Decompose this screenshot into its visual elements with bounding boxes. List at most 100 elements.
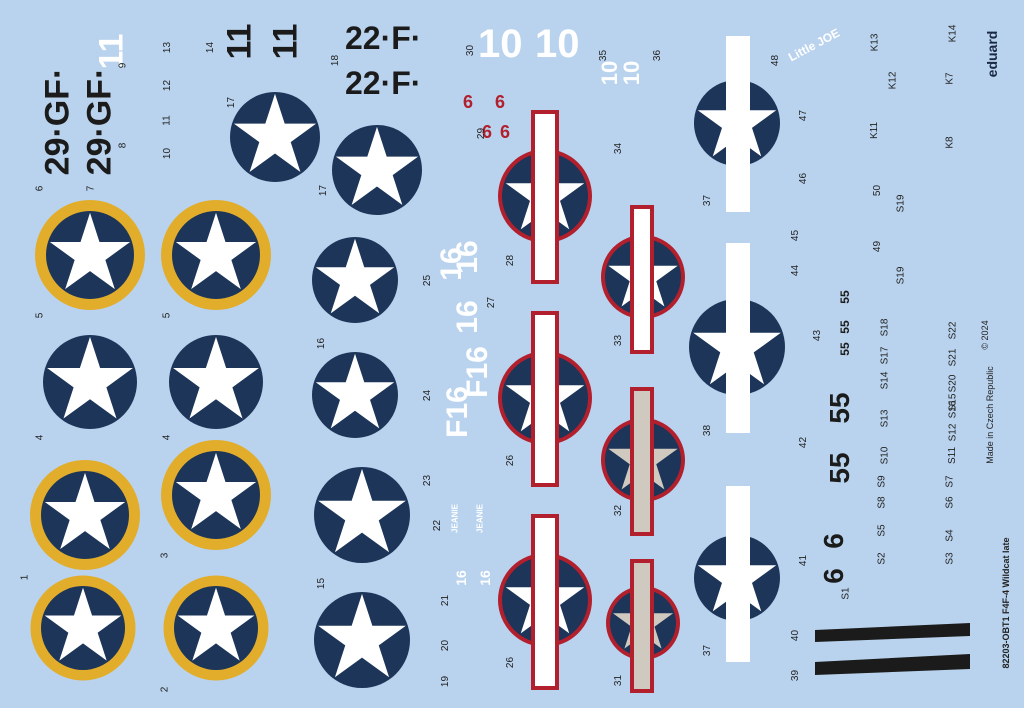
decal-label: S14	[879, 371, 891, 390]
decal-label: 49	[872, 240, 884, 253]
decal-label: 31	[613, 674, 625, 687]
decal-label: 41	[798, 554, 810, 567]
decal-label: 5	[34, 312, 46, 319]
decal-label: 32	[613, 504, 625, 517]
decal-label: 28	[505, 254, 517, 267]
roundel	[312, 352, 398, 438]
decal-label: 1	[19, 574, 31, 581]
code-29gf-a: 29·GF·	[38, 67, 77, 176]
decal-label: S8	[876, 496, 888, 509]
jeanie-a: JEANIE	[450, 504, 460, 533]
decal-label: S13	[879, 409, 891, 428]
roundel	[43, 335, 137, 429]
roundel	[312, 237, 398, 323]
code-22f-b: 22·F·	[345, 65, 422, 101]
decal-label: 3	[159, 552, 171, 559]
decal-label: 37	[702, 194, 714, 207]
decal-label: 12	[162, 79, 174, 92]
num-10-b: 10	[535, 22, 580, 66]
num-6-red-c: 6	[482, 122, 493, 142]
decal-label: S7	[944, 475, 956, 488]
decal-label: 27	[486, 296, 498, 309]
decal-label: S3	[944, 552, 956, 565]
decal-label: S18	[879, 318, 891, 337]
fuselage-bar	[726, 486, 750, 662]
num-55-a: 55	[824, 452, 855, 484]
num-55-d: 55	[838, 320, 852, 334]
roundel	[30, 575, 136, 681]
decal-label: 44	[790, 264, 802, 277]
bar-group	[531, 36, 970, 693]
decal-label: S16	[947, 400, 959, 419]
copyright-text: © 2024	[980, 320, 990, 350]
code-11-white: 11	[92, 33, 131, 70]
num-10-a: 10	[478, 22, 523, 66]
code-11-black-b: 11	[266, 23, 305, 60]
decal-label: S6	[944, 496, 956, 509]
fuselage-bar	[531, 110, 559, 284]
decal-label: 24	[422, 389, 434, 402]
decal-label: K7	[944, 72, 956, 85]
decal-label: K11	[869, 121, 881, 140]
decal-label: 17	[318, 184, 330, 197]
fuselage-bar	[531, 311, 559, 487]
decal-label: 43	[812, 329, 824, 342]
decal-label: S19	[895, 194, 907, 213]
decal-label: S20	[947, 374, 959, 393]
black-stripe	[815, 654, 970, 675]
decal-label: 36	[652, 49, 664, 62]
fuselage-bar	[726, 243, 750, 433]
roundel	[169, 335, 263, 429]
black-stripe	[815, 623, 970, 642]
decal-label: 23	[422, 474, 434, 487]
decal-label: S4	[944, 529, 956, 542]
decal-label: 7	[85, 185, 97, 192]
roundel	[230, 92, 320, 182]
decal-label: S2	[876, 552, 888, 565]
decal-label: 4	[34, 434, 46, 441]
decal-label: 20	[440, 639, 452, 652]
decal-label: K12	[887, 71, 899, 90]
decal-label: S5	[876, 524, 888, 537]
num-16-small-a: 16	[453, 570, 469, 586]
decal-label: 35	[598, 49, 610, 62]
decal-label: 16	[316, 337, 328, 350]
code-22f-a: 22·F·	[345, 20, 422, 56]
fuselage-bar	[726, 36, 750, 212]
num-16-c: 16	[451, 240, 484, 274]
decal-label: S22	[947, 321, 959, 340]
decal-label: S11	[947, 446, 959, 465]
decal-label: 4	[161, 434, 173, 441]
decal-label: K14	[947, 24, 959, 43]
decal-label: S21	[947, 348, 959, 367]
fuselage-bar	[531, 514, 559, 690]
roundel	[163, 575, 269, 681]
decal-label: S10	[879, 446, 891, 465]
decal-label: 22	[432, 519, 444, 532]
roundel	[30, 460, 140, 570]
decal-label: 2	[159, 686, 171, 693]
roundel	[161, 200, 271, 310]
decal-label: 50	[872, 184, 884, 197]
decal-label: 39	[790, 669, 802, 682]
decal-label: S12	[947, 423, 959, 442]
decal-label: 18	[330, 54, 342, 67]
decal-label: 14	[205, 41, 217, 54]
decal-label: 38	[702, 424, 714, 437]
decal-label: 25	[422, 274, 434, 287]
decal-label: 34	[613, 142, 625, 155]
decal-label: 33	[613, 334, 625, 347]
roundel	[161, 440, 271, 550]
roundel	[314, 592, 410, 688]
decal-label: 30	[465, 44, 477, 57]
decal-label: 13	[162, 41, 174, 54]
decal-label: 42	[798, 436, 810, 449]
roundel	[35, 200, 145, 310]
fuselage-bar	[630, 559, 654, 693]
fuselage-bar	[630, 205, 654, 354]
decal-label: 29	[476, 127, 488, 140]
decal-label: 48	[770, 54, 782, 67]
decal-label: 40	[790, 629, 802, 642]
decal-label: S19	[895, 266, 907, 285]
